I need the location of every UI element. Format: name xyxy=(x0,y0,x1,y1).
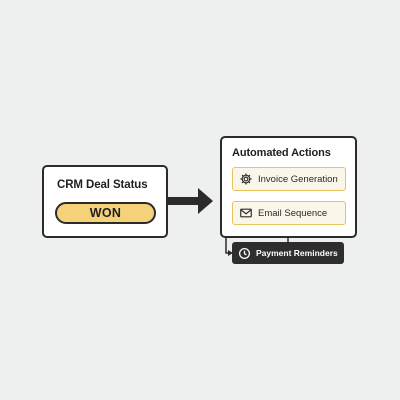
clock-icon xyxy=(238,247,251,260)
crm-card-title: CRM Deal Status xyxy=(57,179,148,191)
crm-deal-status-card: CRM Deal Status WON xyxy=(42,165,168,238)
actions-card-title: Automated Actions xyxy=(232,147,331,159)
action-item-label: Invoice Generation xyxy=(258,173,338,185)
action-item-email-sequence: Email Sequence xyxy=(232,201,346,225)
automated-actions-card: Automated Actions Invoice Generation Ema… xyxy=(220,136,357,238)
payment-reminders-pill: Payment Reminders xyxy=(232,242,344,264)
payment-reminders-label: Payment Reminders xyxy=(256,248,338,258)
action-item-label: Email Sequence xyxy=(258,207,328,219)
action-item-invoice-generation: Invoice Generation xyxy=(232,167,346,191)
envelope-icon xyxy=(238,206,253,221)
gear-icon xyxy=(238,172,253,187)
deal-status-badge: WON xyxy=(55,202,156,224)
